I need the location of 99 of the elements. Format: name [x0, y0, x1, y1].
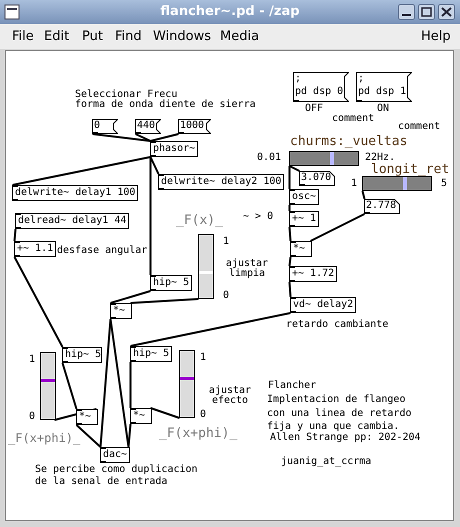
- object-text: hip~ 5: [132, 347, 170, 360]
- object-text: *~: [78, 410, 92, 423]
- comment-text: ~ > 0: [243, 211, 274, 223]
- patch-cord: [110, 290, 151, 304]
- comment-text: ON: [377, 103, 390, 115]
- patch-cord: [100, 318, 112, 448]
- message-text: ;: [357, 72, 366, 85]
- object-text: *~: [292, 242, 306, 255]
- patch-cord: [288, 205, 290, 211]
- patch-cord: [150, 133, 179, 142]
- message-box: [92, 119, 118, 134]
- slider-label: longit_ret: [371, 162, 450, 177]
- patch-cord: [62, 362, 78, 410]
- patch-cord: [288, 282, 292, 298]
- menu-item: File: [12, 29, 34, 45]
- patch-cord: [310, 213, 365, 242]
- menu-item: Edit: [44, 29, 70, 45]
- comment-text: Implentacion de flangeo con una linea de retardo fija y una que cambia.: [267, 393, 412, 432]
- patch-cord: [288, 226, 292, 242]
- object-text: delread~ delay1 44: [17, 214, 128, 227]
- object-box: [130, 408, 152, 424]
- object-box: [110, 303, 132, 319]
- patch-cord: [130, 362, 132, 408]
- comment-text: Seleccionar Frecu: [75, 89, 178, 100]
- patch-cord: [150, 407, 180, 419]
- patch-cord: [150, 157, 152, 275]
- message-text: ;: [294, 72, 302, 85]
- range-label: 1: [351, 178, 358, 190]
- patch-cord: [110, 318, 130, 448]
- comment-text: desfase angular: [57, 245, 148, 257]
- message-box: [178, 119, 211, 134]
- patch-cord: [76, 424, 102, 448]
- message-text: 440: [136, 119, 156, 132]
- object-text: +~ 1: [291, 212, 318, 225]
- range-label: 0: [200, 409, 206, 421]
- object-text: +~ 1.1: [16, 242, 54, 255]
- message-text: pd dsp 0: [294, 85, 344, 98]
- patch-cord: [12, 156, 151, 186]
- object-text: dac~: [102, 448, 128, 461]
- menu-item: Media: [220, 29, 260, 45]
- patch-cord: [14, 256, 64, 348]
- comment-text: retardo cambiante: [286, 319, 388, 331]
- slider-label: _F(x+phi)_: [8, 431, 80, 446]
- slider-label: churms:_vueltas: [290, 134, 408, 149]
- message-text: 0: [93, 119, 102, 132]
- menu-item: Find: [115, 29, 142, 45]
- object-text: hip~ 5: [152, 276, 190, 289]
- object-box: [290, 241, 312, 257]
- patch-cord: [14, 228, 16, 242]
- object-text: *~: [112, 304, 126, 317]
- object-text: +~ 1.72: [291, 267, 336, 280]
- comment-text: Flancher: [268, 380, 316, 392]
- patch-cord: [288, 256, 292, 266]
- menu-item: Help: [421, 29, 451, 45]
- range-label: 5: [441, 178, 448, 190]
- range-label: 0: [223, 290, 230, 302]
- comment-text: Se percibe como duplicacion de la senal de entrada: [35, 464, 199, 488]
- range-label: 1: [223, 236, 230, 248]
- window-title: flancher~.pd - /zap: [159, 3, 301, 20]
- message-text: pd dsp 1: [357, 85, 408, 98]
- object-text: phasor~: [152, 142, 196, 155]
- menu-item: Put: [82, 29, 103, 45]
- range-label: 0: [29, 411, 36, 423]
- patch-cord: [128, 424, 132, 448]
- comment-text: forma de onda diente de sierra: [75, 99, 256, 111]
- object-text: *~: [132, 409, 146, 422]
- comment-text: ajustar limpia: [224, 259, 270, 279]
- object-text: delwrite~ delay1 100: [14, 186, 136, 199]
- patch-cord: [150, 156, 160, 174]
- range-label: 0.01: [257, 152, 282, 164]
- patch-cord: [289, 165, 300, 172]
- message-text: 1000: [179, 119, 206, 132]
- patch-cord: [362, 190, 366, 200]
- comment-text: comment: [332, 113, 374, 125]
- patch-cord: [54, 408, 97, 421]
- comment-text: Allen Strange pp: 202-204: [270, 432, 421, 444]
- patch-cord: [288, 166, 290, 189]
- number-value: 2.778: [365, 199, 398, 212]
- range-label: 1: [200, 352, 206, 364]
- comment-text: comment: [398, 121, 440, 133]
- comment-text: ajustar efecto: [208, 386, 252, 406]
- comment-text: OFF: [305, 103, 324, 115]
- patch-cord: [130, 312, 291, 347]
- message-box: [135, 119, 161, 134]
- range-label: 1: [29, 354, 36, 366]
- object-text: hip~ 5: [64, 348, 102, 361]
- object-text: vd~ delay2: [292, 298, 354, 311]
- patch-cord: [92, 133, 151, 142]
- menu-item: Windows: [153, 29, 212, 45]
- range-label: 22Hz.: [365, 152, 396, 163]
- object-box: [76, 409, 98, 425]
- object-text: osc~: [291, 190, 318, 203]
- comment-text: juanig_at_ccrma: [281, 456, 372, 468]
- object-text: delwrite~ delay2 100: [160, 175, 282, 188]
- slider-label: _F(x)_: [176, 213, 223, 228]
- patch-cord: [130, 298, 199, 304]
- slider-label: _F(x+phi)_: [159, 426, 238, 441]
- patch-cord: [135, 133, 151, 142]
- number-value: 3.070: [300, 171, 332, 184]
